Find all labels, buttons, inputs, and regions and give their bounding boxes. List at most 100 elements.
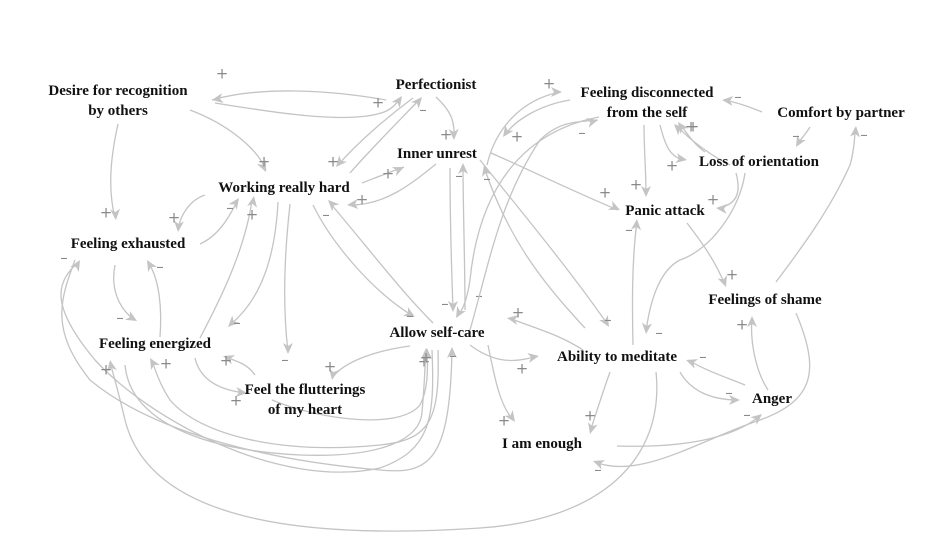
- node-anger[interactable]: Anger: [752, 391, 792, 407]
- arrowhead-icon: [448, 128, 459, 140]
- negative-polarity-label: –: [60, 249, 68, 267]
- positive-polarity-label: +: [327, 153, 340, 171]
- arrowhead-icon: [722, 95, 734, 106]
- node-working-hard[interactable]: Working really hard: [218, 180, 350, 196]
- edge-disconnected-to-inner-unrest: +: [503, 99, 571, 146]
- positive-polarity-label: +: [687, 118, 700, 136]
- negative-polarity-label: –: [322, 206, 330, 224]
- node-energized[interactable]: Feeling energized: [99, 336, 212, 352]
- edge-exhausted-to-working-hard: –: [199, 198, 239, 245]
- positive-polarity-label: +: [736, 316, 749, 334]
- negative-polarity-label: –: [734, 88, 742, 106]
- edge-self-care-to-disconnected: –: [469, 118, 599, 331]
- negative-polarity-label: –: [406, 307, 414, 325]
- negative-polarity-label: –: [449, 347, 457, 365]
- edge-perfectionist-to-inner-unrest: +: [435, 96, 459, 144]
- positive-polarity-label: +: [516, 360, 529, 378]
- arrowhead-icon: [507, 314, 519, 325]
- node-disconnected-line-2: from the self: [607, 105, 689, 121]
- edge-desire-to-exhausted: +: [100, 123, 121, 222]
- arrowhead-icon: [70, 260, 80, 273]
- edge-line: [214, 97, 401, 119]
- arrowhead-icon: [448, 301, 458, 312]
- node-desire-line-2: by others: [88, 103, 148, 119]
- arrowhead-icon: [747, 316, 757, 327]
- arrowhead-icon: [750, 414, 762, 425]
- node-comfort[interactable]: Comfort by partner: [777, 105, 905, 121]
- node-disconnected[interactable]: Feeling disconnected from the self: [581, 85, 715, 121]
- edge-line: [61, 259, 453, 472]
- edge-self-care-to-flutterings: +: [324, 345, 411, 380]
- node-loss-orientation[interactable]: Loss of orientation: [699, 154, 820, 170]
- negative-polarity-label: –: [233, 314, 241, 332]
- positive-polarity-label: +: [630, 176, 643, 194]
- positive-polarity-label: +: [372, 94, 385, 112]
- edge-working-hard-to-inner-unrest: +: [361, 165, 405, 184]
- node-enough[interactable]: I am enough: [502, 436, 583, 452]
- arrowhead-icon: [586, 118, 598, 128]
- node-inner-unrest[interactable]: Inner unrest: [397, 146, 477, 162]
- negative-polarity-label: –: [604, 311, 612, 329]
- edge-line: [469, 344, 538, 362]
- positive-polarity-label: +: [220, 352, 233, 370]
- arrowhead-icon: [551, 87, 562, 97]
- edge-comfort-to-disconnected: –: [722, 88, 763, 113]
- arrowhead-icon: [235, 387, 247, 398]
- edge-line: [616, 415, 761, 447]
- arrowhead-icon: [391, 96, 402, 108]
- arrowhead-icon: [328, 368, 339, 380]
- node-disconnected-line-1: Feeling disconnected: [581, 85, 715, 101]
- arrowhead-icon: [447, 347, 457, 358]
- arrowhead-icon: [482, 165, 492, 177]
- arrowhead-icon: [411, 97, 422, 109]
- arrowhead-icon: [421, 348, 431, 359]
- positive-polarity-label: +: [382, 165, 395, 183]
- positive-polarity-label: +: [230, 392, 243, 410]
- edge-line: [271, 349, 429, 421]
- edges-layer: +++++–++++++––++++++–+––––––––––––++++––…: [60, 65, 868, 532]
- edge-working-hard-to-self-care: –: [312, 204, 415, 325]
- edge-line: [469, 119, 599, 331]
- positive-polarity-label: +: [543, 75, 556, 93]
- arrowhead-icon: [124, 311, 137, 321]
- negative-polarity-label: –: [419, 101, 427, 119]
- node-self-care[interactable]: Allow self-care: [389, 325, 484, 341]
- arrowhead-icon: [228, 198, 239, 210]
- edge-line: [750, 317, 769, 391]
- edge-line: [679, 371, 739, 401]
- arrowhead-icon: [347, 199, 359, 210]
- node-exhausted[interactable]: Feeling exhausted: [71, 236, 186, 252]
- node-panic[interactable]: Panic attack: [625, 203, 705, 219]
- edge-line: [109, 361, 658, 532]
- edge-inner-unrest-to-self-care: –: [441, 167, 458, 313]
- edge-line: [687, 359, 746, 386]
- edge-meditate-to-enough: +: [584, 371, 611, 434]
- negative-polarity-label: –: [860, 126, 868, 144]
- edge-inner-unrest-to-meditate: –: [479, 159, 612, 329]
- edge-line: [645, 172, 746, 333]
- arrowhead-icon: [283, 343, 293, 354]
- node-perfectionist[interactable]: Perfectionist: [396, 77, 477, 93]
- edge-line: [147, 261, 162, 338]
- arrowhead-icon: [796, 134, 806, 147]
- edge-loss-orientation-to-panic: +: [707, 172, 739, 214]
- edge-line: [110, 123, 119, 219]
- positive-polarity-label: +: [100, 204, 113, 222]
- arrowhead-icon: [106, 360, 117, 372]
- node-meditate[interactable]: Ability to meditate: [557, 349, 677, 365]
- edge-working-hard-to-flutterings: –: [281, 203, 293, 369]
- positive-polarity-label: +: [418, 353, 431, 371]
- edge-inner-unrest-to-panic: +: [490, 152, 620, 211]
- arrowhead-icon: [503, 125, 514, 137]
- negative-polarity-label: –: [625, 221, 633, 239]
- positive-polarity-label: +: [246, 206, 259, 224]
- edge-disconnected-to-loss-orientation: +: [659, 124, 687, 175]
- edge-working-hard-to-exhausted: +: [168, 194, 206, 232]
- arrowhead-icon: [223, 355, 236, 365]
- node-shame[interactable]: Feelings of shame: [708, 292, 822, 308]
- arrowhead-icon: [247, 196, 258, 208]
- edge-self-care-to-working-hard: –: [322, 200, 434, 324]
- edge-exhausted-to-energized: –: [113, 264, 137, 327]
